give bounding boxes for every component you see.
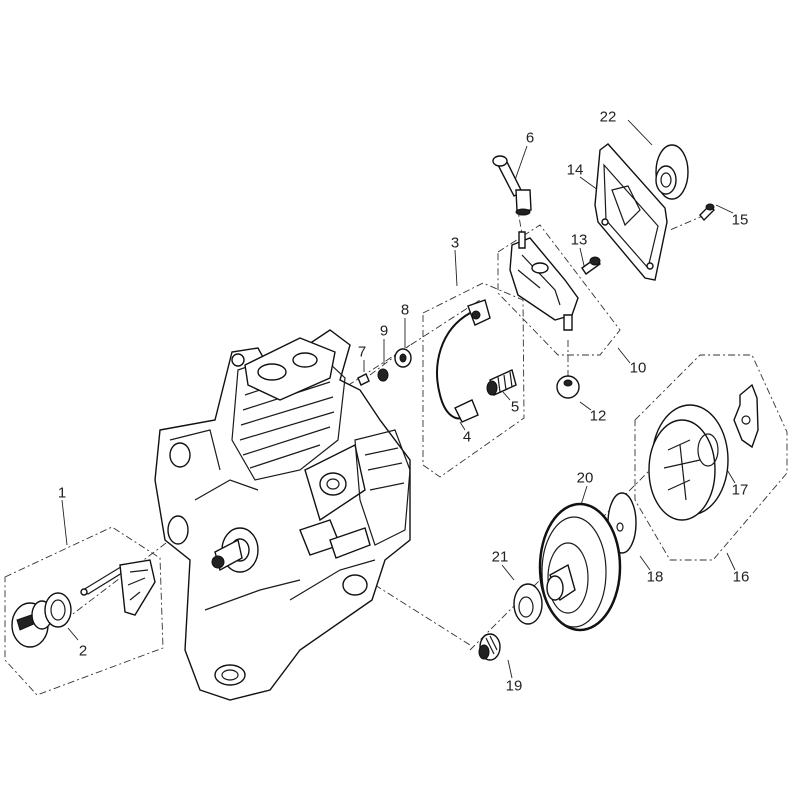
- part-label-3: 3: [450, 234, 460, 252]
- oil-hose: [436, 299, 491, 423]
- oil-pickup: [492, 155, 532, 216]
- plate-screw: [699, 203, 715, 222]
- needle-bearing: [478, 633, 501, 661]
- part-label-15: 15: [731, 211, 749, 229]
- pump-screw: [581, 256, 601, 275]
- part-label-17: 17: [731, 481, 749, 499]
- oil-pump-fitting: [486, 369, 517, 396]
- group-16-outline: [634, 354, 788, 561]
- hex-nut: [394, 348, 412, 368]
- clutch-spring: [697, 433, 719, 467]
- small-pin: [357, 373, 370, 386]
- part-label-22: 22: [599, 108, 617, 126]
- oil-cap-strap: [80, 559, 156, 616]
- part-label-1: 1: [57, 484, 67, 502]
- part-label-19: 19: [505, 677, 523, 695]
- spur-sprocket-washer: [655, 144, 689, 200]
- clutch-drum: [648, 404, 729, 521]
- part-label-5: 5: [510, 398, 520, 416]
- part-label-8: 8: [400, 301, 410, 319]
- part-label-18: 18: [646, 568, 664, 586]
- part-label-14: 14: [566, 161, 584, 179]
- part-label-20: 20: [576, 469, 594, 487]
- group-1-outline: [4, 526, 164, 696]
- part-label-12: 12: [589, 407, 607, 425]
- oil-cap-seal: [44, 592, 72, 628]
- rim-sprocket: [513, 583, 543, 625]
- pump-worm-gear: [556, 375, 580, 399]
- part-label-7: 7: [357, 343, 367, 361]
- part-label-16: 16: [732, 568, 750, 586]
- guide-plate: [594, 143, 668, 281]
- part-label-2: 2: [78, 642, 88, 660]
- part-label-9: 9: [379, 322, 389, 340]
- part-label-6: 6: [525, 129, 535, 147]
- part-label-4: 4: [462, 428, 472, 446]
- group-10-outline: [497, 224, 621, 356]
- part-label-21: 21: [491, 548, 509, 566]
- oil-pump-body: [509, 231, 579, 331]
- part-label-10: 10: [629, 359, 647, 377]
- washer-small: [377, 368, 389, 382]
- part-label-13: 13: [570, 231, 588, 249]
- clutch-shoe: [733, 383, 759, 449]
- crankcase: [154, 329, 411, 701]
- group-3-outline: [422, 282, 525, 478]
- sprocket-drum: [538, 502, 622, 632]
